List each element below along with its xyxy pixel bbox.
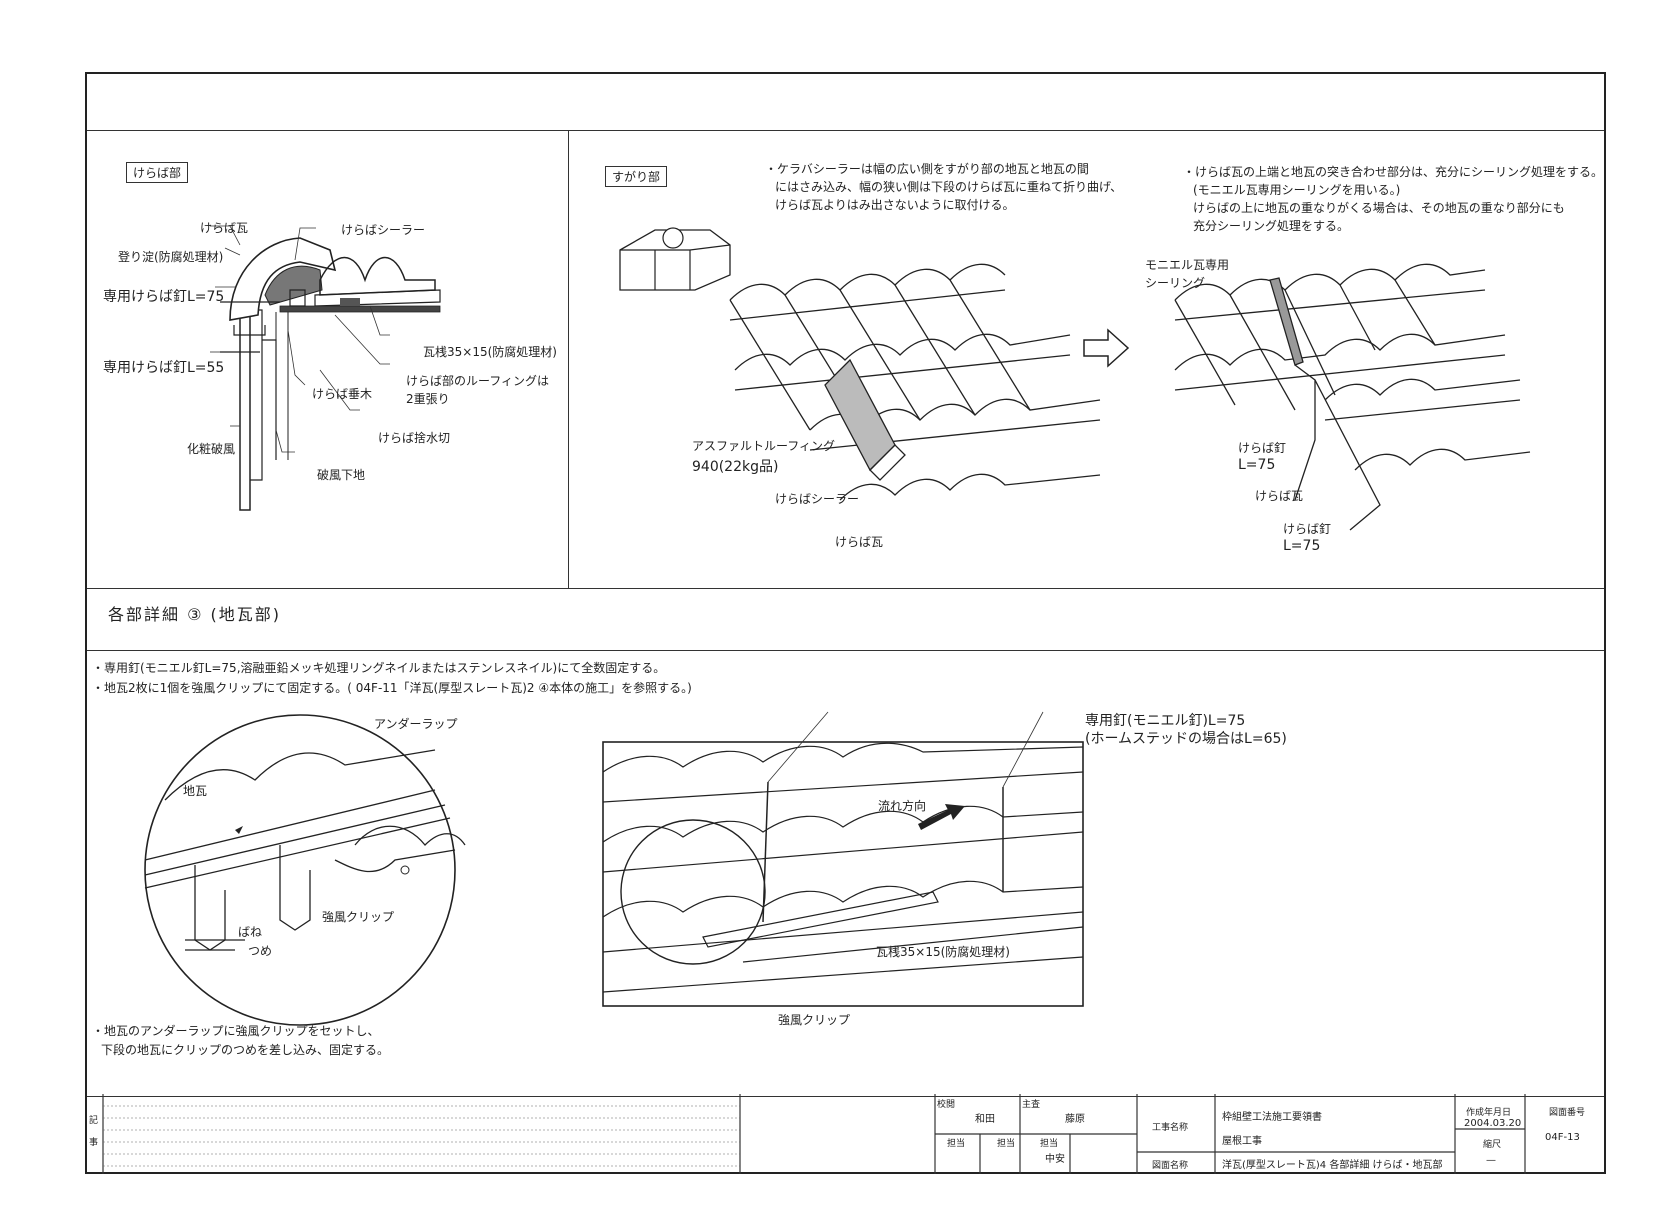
clip-label: 強風クリップ	[322, 910, 395, 924]
scale-label: 縮尺	[1483, 1140, 1502, 1150]
verge-base-label: 破風下地	[317, 468, 366, 482]
sugari-tile-label: けらば瓦	[835, 535, 884, 549]
nail-label-1: 専用釘(モニエル釘)L=75	[1085, 713, 1246, 729]
nail55-label: 専用けらば釘L=55	[103, 360, 225, 376]
right-note-2: (モニエル瓦専用シーリングを用いる。)	[1193, 183, 1401, 197]
date-label: 作成年月日	[1466, 1108, 1512, 1118]
sugari-sealer-label: けらばシーラー	[775, 492, 860, 506]
section3-batten-label: 瓦桟35×15(防腐処理材)	[876, 945, 1010, 959]
sugari-note-2: にはさみ込み、幅の狭い側は下段のけらば瓦に重ねて折り曲げ、	[775, 180, 1123, 194]
nail75-label: 専用けらば釘L=75	[103, 289, 225, 305]
chief-label: 主査	[1022, 1100, 1041, 1110]
seal-label-1: モニエル瓦専用	[1145, 258, 1230, 272]
project-name-2: 屋根工事	[1222, 1136, 1262, 1147]
check-label: 校閲	[937, 1100, 956, 1110]
right-nail1-label: けらば釘	[1238, 441, 1287, 455]
header-divider	[87, 130, 1604, 131]
keraba-tag: けらば部	[126, 162, 189, 183]
section3-title: 各部詳細 ③ (地瓦部)	[108, 605, 282, 624]
right-nail1-length: L=75	[1238, 457, 1276, 473]
keraba-sealer-label: けらばシーラー	[341, 223, 426, 237]
chief-name: 藤原	[1065, 1114, 1085, 1125]
nail-label-2: (ホームステッドの場合はL=65)	[1085, 731, 1287, 747]
asphalt-label-1: アスファルトルーフィング	[692, 439, 836, 453]
section-title-divider	[87, 650, 1604, 651]
keraba-batten-label: 瓦桟35×15(防腐処理材)	[423, 345, 557, 359]
roofing-label-1: けらば部のルーフィングは	[406, 374, 550, 388]
right-note-4: 充分シーリング処理をする。	[1193, 219, 1350, 233]
right-note-1: ・けらば瓦の上端と地瓦の突き合わせ部分は、充分にシーリング処理をする。	[1183, 165, 1604, 179]
right-tile-label: けらば瓦	[1255, 489, 1304, 503]
drawing-sheet	[85, 72, 1606, 1174]
scale-value: —	[1486, 1155, 1496, 1166]
section3-note-2: ・地瓦2枚に1個を強風クリップにて固定する。( 04F-11「洋瓦(厚型スレート…	[92, 681, 692, 695]
batten-up-label: 登り淀(防腐処理材)	[118, 250, 224, 264]
panel-divider	[568, 130, 569, 588]
claw-label: つめ	[248, 944, 273, 958]
rafter-label: けらば垂木	[312, 387, 373, 401]
number-value: 04F-13	[1545, 1132, 1580, 1143]
right-nail2-length: L=75	[1283, 538, 1321, 554]
sugari-note-3: けらば瓦よりはみ出さないように取付ける。	[775, 198, 1015, 212]
section3-note-1: ・専用釘(モニエル釘L=75,溶融亜鉛メッキ処理リングネイルまたはステンレスネイ…	[92, 661, 666, 675]
titleblock-divider	[87, 1096, 1604, 1097]
keraba-tile-label: けらば瓦	[200, 221, 249, 235]
staff-label-3: 担当	[1040, 1139, 1059, 1149]
right-nail2-label: けらば釘	[1283, 522, 1332, 536]
roofing-label-2: 2重張り	[406, 392, 450, 406]
verge-label: 化粧破風	[187, 442, 236, 456]
staff-label-1: 担当	[947, 1139, 966, 1149]
date-value: 2004.03.20	[1464, 1118, 1522, 1129]
drip-label: けらば捨水切	[378, 431, 451, 445]
number-label: 図面番号	[1549, 1108, 1586, 1118]
jigawara-label: 地瓦	[183, 784, 208, 798]
asphalt-label-2: 940(22kg品)	[692, 459, 779, 475]
sugari-tag: すがり部	[605, 166, 668, 187]
house-key-icon	[619, 227, 731, 291]
project-label: 工事名称	[1152, 1123, 1189, 1133]
check-name: 和田	[975, 1114, 995, 1125]
staff-name: 中安	[1045, 1154, 1065, 1165]
sealing-perspective-drawing	[1174, 263, 1531, 531]
drawing-label: 図面名称	[1152, 1161, 1189, 1171]
transition-arrow-icon	[1083, 328, 1130, 368]
clip-detail-circle-drawing	[144, 714, 466, 1026]
sugari-perspective-drawing	[729, 263, 1101, 501]
clip2-label: 強風クリップ	[778, 1013, 851, 1027]
flow-direction-label: 流れ方向	[878, 799, 927, 813]
spring-label: ばね	[238, 925, 263, 939]
bottom-note-1: ・地瓦のアンダーラップに強風クリップをセットし、	[92, 1024, 380, 1038]
sugari-note-1: ・ケラバシーラーは幅の広い側をすがり部の地瓦と地瓦の間	[765, 162, 1089, 176]
underlap-label: アンダーラップ	[374, 717, 458, 731]
keraba-section-drawing	[210, 225, 441, 511]
right-note-3: けらばの上に地瓦の重なりがくる場合は、その地瓦の重なり部分にも	[1193, 201, 1565, 215]
remarks-label: 記事	[89, 1116, 99, 1148]
project-name-1: 枠組壁工法施工要領書	[1222, 1112, 1322, 1123]
clip-installation-drawing	[602, 711, 1084, 1007]
section-divider	[87, 588, 1604, 589]
bottom-note-2: 下段の地瓦にクリップのつめを差し込み、固定する。	[101, 1043, 390, 1057]
seal-label-2: シーリング	[1145, 276, 1206, 290]
drawing-name: 洋瓦(厚型スレート瓦)4 各部詳細 けらば・地瓦部	[1222, 1160, 1443, 1171]
title-block-grid	[102, 1094, 1526, 1174]
staff-label-2: 担当	[997, 1139, 1016, 1149]
